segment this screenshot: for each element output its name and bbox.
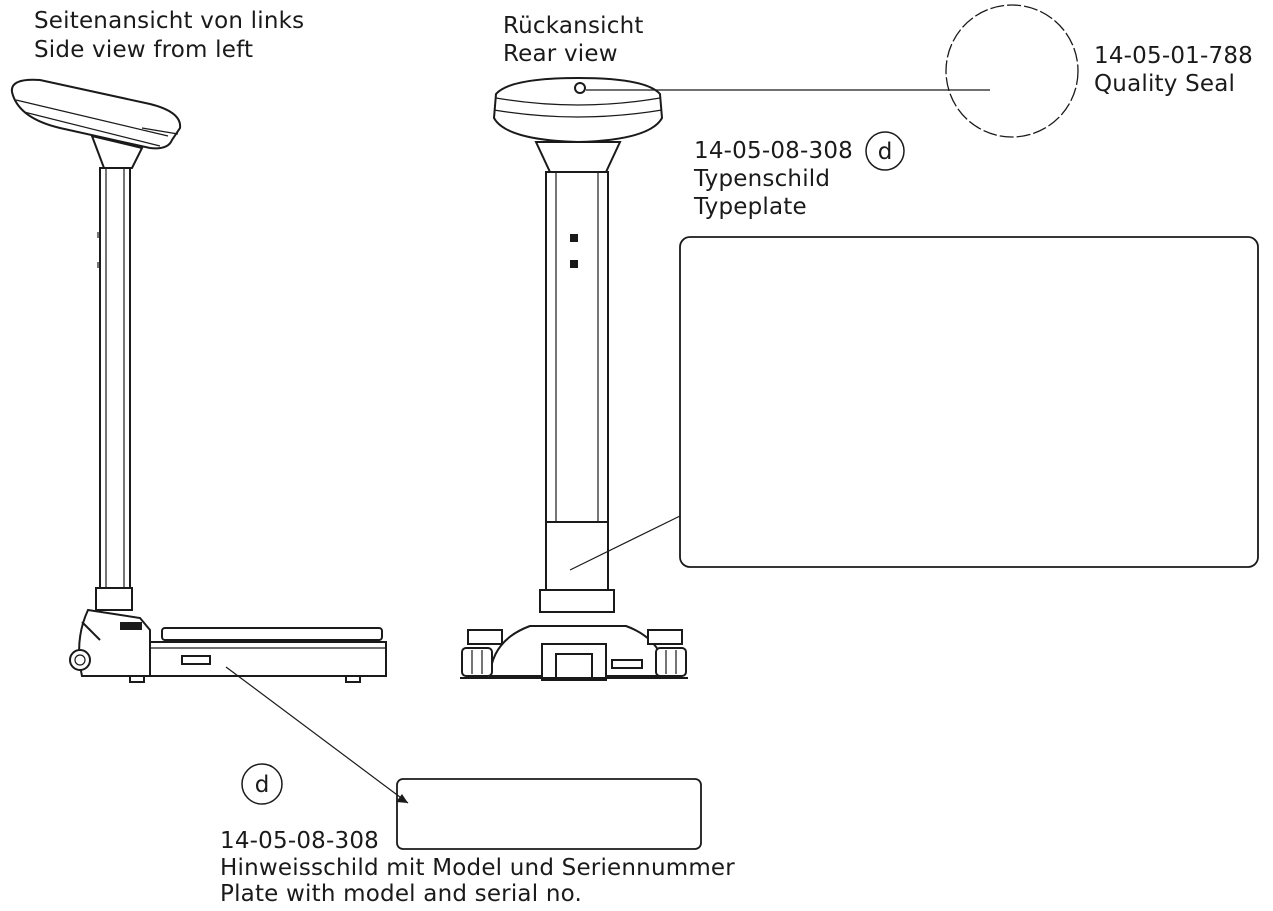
typeplate-name-de: Typenschild [694, 166, 831, 192]
info-plate-rectangle [396, 778, 702, 850]
side-view-title-de: Seitenansicht von links [34, 8, 305, 34]
typeplate-part-no: 14-05-08-308 [694, 138, 853, 164]
rear-view-title-de: Rückansicht [503, 13, 644, 39]
typeplate-rectangle [679, 236, 1259, 568]
quality-seal-part-no: 14-05-01-788 [1094, 43, 1253, 69]
info-plate-marker: d [241, 763, 283, 805]
rear-view-title-en: Rear view [503, 41, 618, 67]
side-view-scale-drawing [10, 78, 387, 683]
quality-seal-name: Quality Seal [1094, 71, 1236, 97]
info-plate-name-en: Plate with model and serial no. [220, 881, 582, 907]
typeplate-marker: d [865, 131, 905, 171]
typeplate-leader-line [569, 515, 681, 571]
info-plate-leader-arrow [225, 666, 409, 804]
rear-view-scale-drawing [460, 76, 688, 681]
quality-seal-circle [945, 4, 1079, 138]
info-plate-name-de: Hinweisschild mit Model und Seriennummer [220, 855, 735, 881]
info-plate-marker-letter: d [255, 772, 270, 798]
info-plate-part-no: 14-05-08-308 [220, 828, 379, 854]
side-view-title-en: Side view from left [34, 37, 254, 63]
typeplate-marker-letter: d [878, 139, 893, 165]
typeplate-name-en: Typeplate [694, 194, 807, 220]
